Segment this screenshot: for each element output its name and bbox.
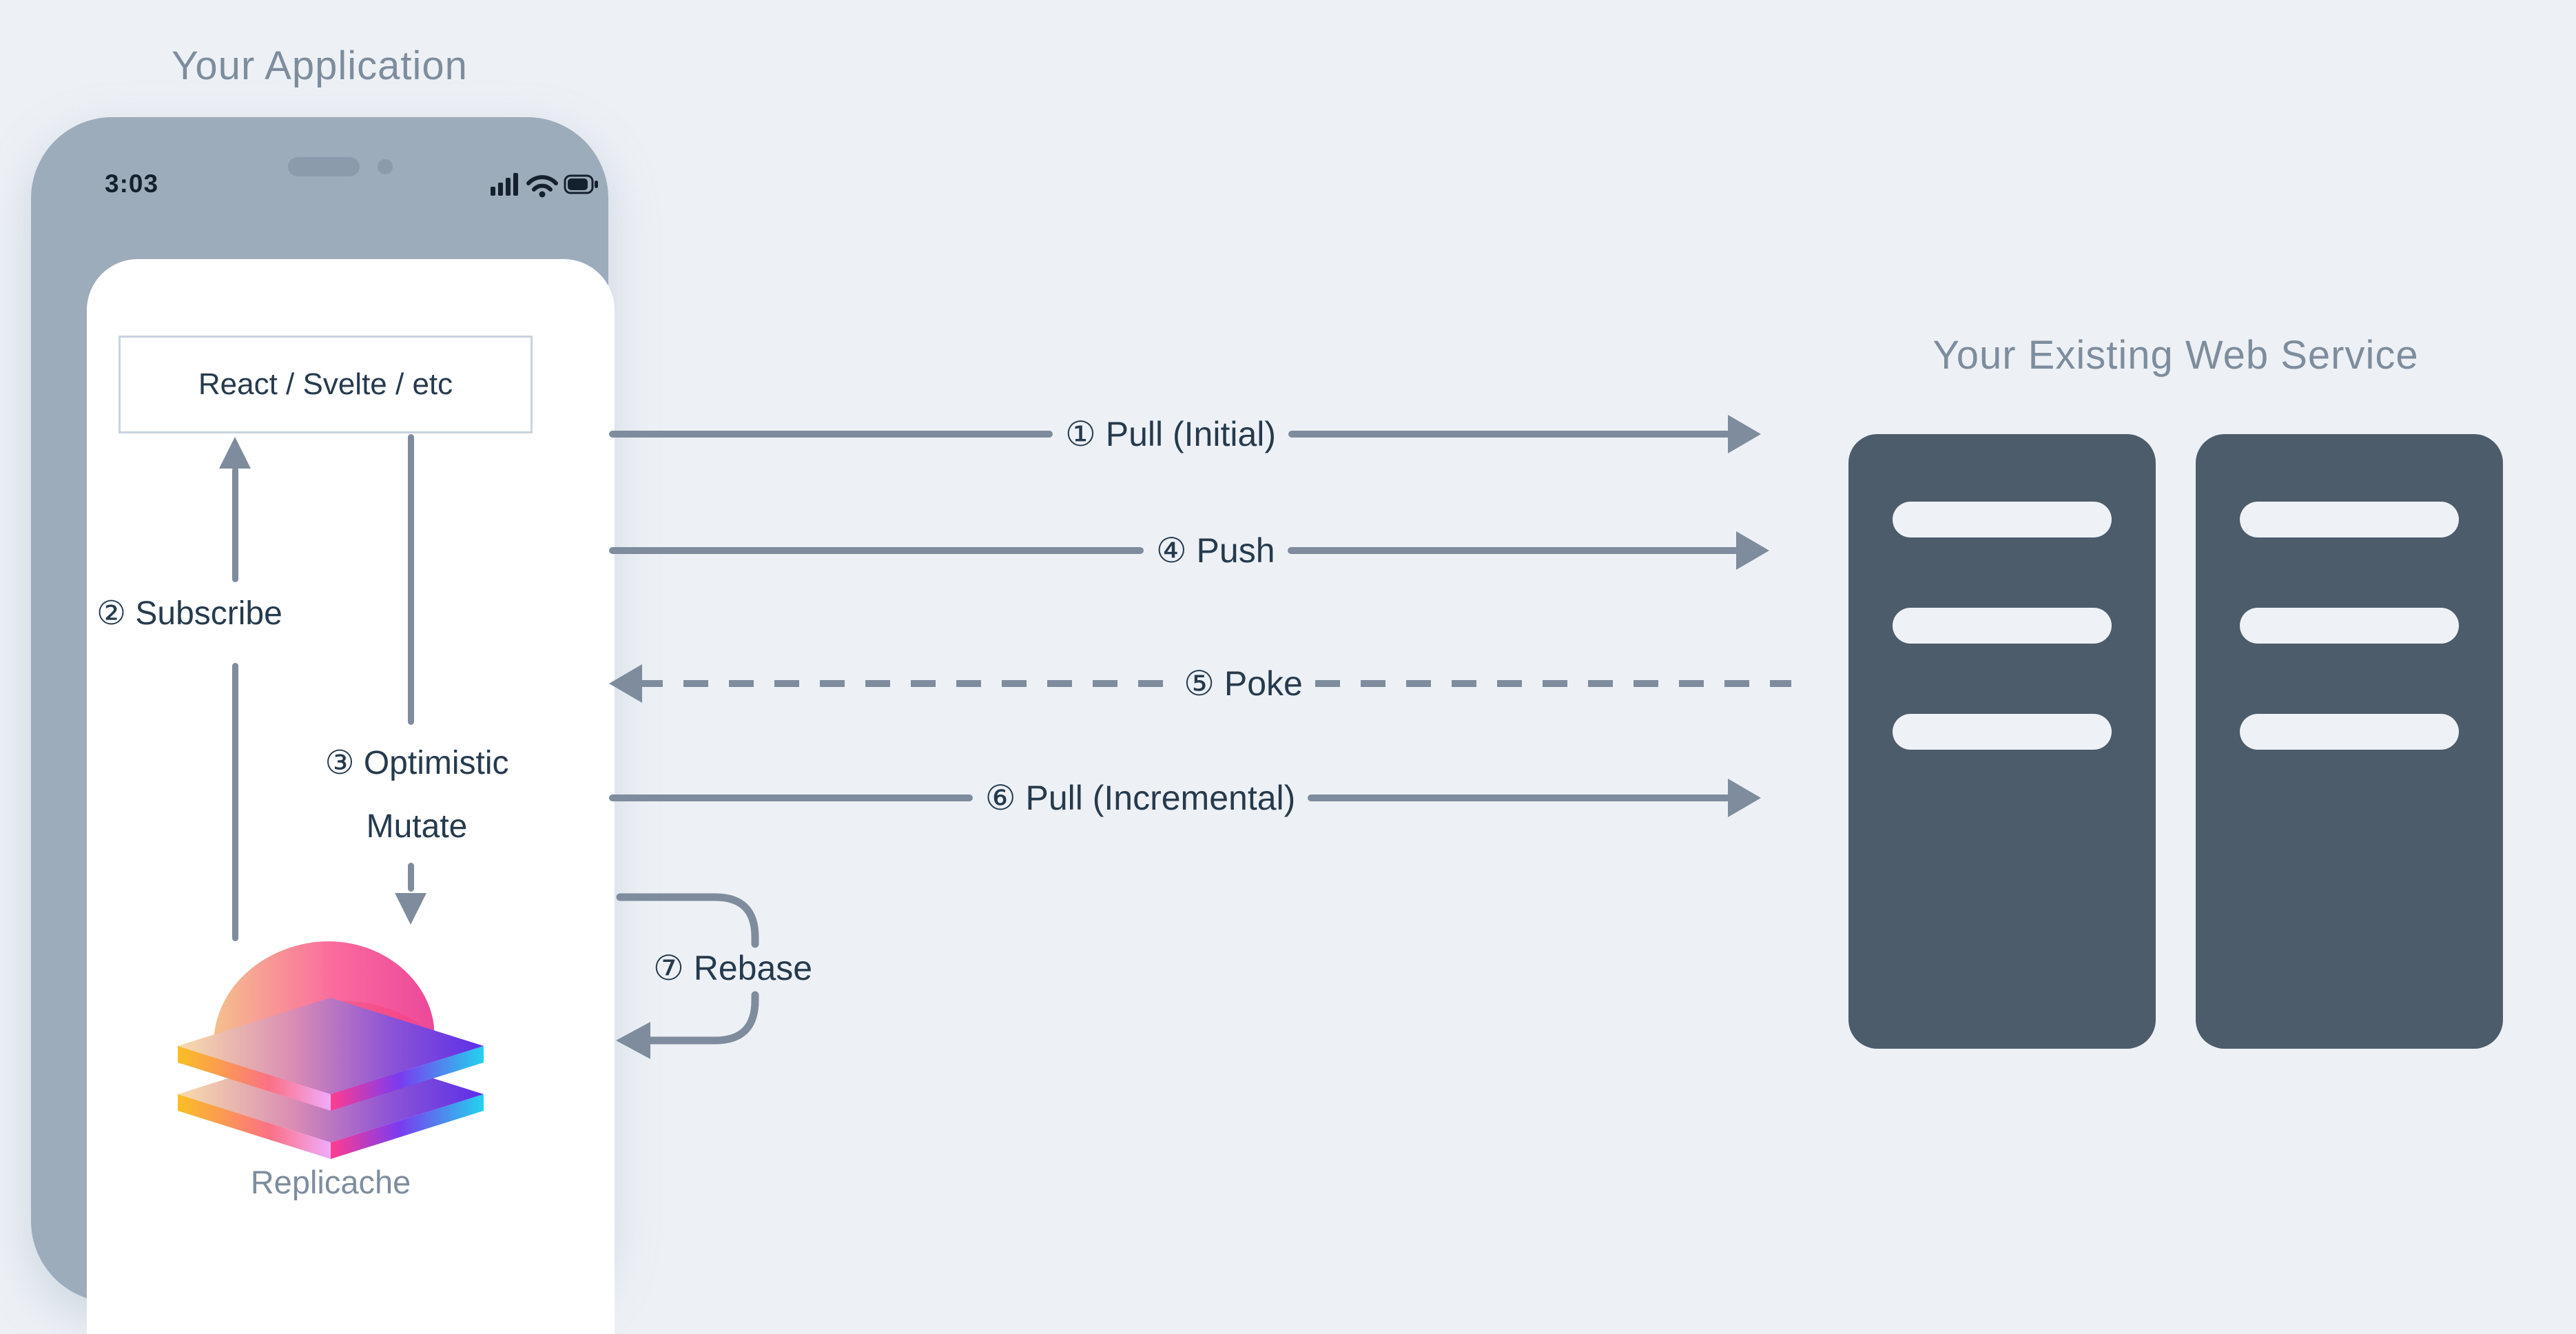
mutate-arrowhead-icon xyxy=(395,893,426,925)
mutate-line xyxy=(408,434,414,725)
server-slot xyxy=(1893,502,2112,537)
application-title: Your Application xyxy=(172,43,468,88)
flow-line-dashed xyxy=(638,680,1172,687)
server-slot xyxy=(2240,608,2459,644)
framework-box-label: React / Svelte / etc xyxy=(198,367,453,401)
flow-pull-incremental-label: ⑥ Pull (Incremental) xyxy=(985,779,1296,817)
flow-pull-initial: ① Pull (Initial) xyxy=(609,413,1762,455)
arrow-right-icon xyxy=(1728,415,1762,453)
flow-poke: ⑤ Poke xyxy=(609,663,1791,704)
flow-line xyxy=(609,794,973,801)
mutate-line xyxy=(408,863,414,892)
status-bar-time: 3:03 xyxy=(105,170,159,198)
battery-icon xyxy=(564,174,598,194)
speaker-icon xyxy=(288,157,360,176)
flow-push-label: ④ Push xyxy=(1155,531,1275,570)
server-slot xyxy=(2240,714,2459,750)
arrow-left-icon xyxy=(609,664,642,703)
phone-screen xyxy=(87,259,615,1334)
wifi-icon xyxy=(526,175,558,198)
arrow-right-icon xyxy=(1728,779,1761,817)
flow-line-dashed xyxy=(1315,680,1791,687)
flow-pull-initial-label: ① Pull (Initial) xyxy=(1065,415,1277,453)
server-slot xyxy=(1893,608,2112,644)
subscribe-line xyxy=(232,467,238,582)
flow-line xyxy=(1287,547,1740,554)
replicache-logo-icon xyxy=(178,941,484,1159)
server-tower xyxy=(1848,434,2156,1049)
web-service-title: Your Existing Web Service xyxy=(1933,333,2419,378)
replicache-label: Replicache xyxy=(250,1164,411,1200)
subscribe-line xyxy=(232,663,238,941)
subscribe-label: ② Subscribe xyxy=(96,595,282,632)
mutate-label-line2: Mutate xyxy=(366,808,468,845)
framework-box: React / Svelte / etc xyxy=(119,336,533,433)
mutate-label-line1: ③ Optimistic xyxy=(324,745,509,781)
cellular-signal-icon xyxy=(491,173,518,196)
flow-rebase-label: ⑦ Rebase xyxy=(653,949,813,987)
server-slot xyxy=(2240,502,2459,537)
flow-poke-label: ⑤ Poke xyxy=(1184,664,1303,703)
flow-line xyxy=(609,547,1144,554)
phone-frame xyxy=(31,117,615,1334)
flow-line xyxy=(609,431,1053,438)
subscribe-arrowhead-icon xyxy=(219,437,251,469)
flow-rebase-loop xyxy=(616,893,759,1059)
flow-line xyxy=(1288,431,1733,438)
camera-icon xyxy=(378,159,393,174)
arrow-left-icon xyxy=(616,1022,650,1059)
flow-line xyxy=(1308,794,1732,801)
arrow-right-icon xyxy=(1736,531,1769,570)
status-bar-icons xyxy=(491,173,598,198)
server-tower xyxy=(2196,434,2503,1049)
server-slot xyxy=(1893,714,2112,750)
flow-push: ④ Push xyxy=(609,530,1769,571)
flow-pull-incremental: ⑥ Pull (Incremental) xyxy=(609,777,1761,819)
